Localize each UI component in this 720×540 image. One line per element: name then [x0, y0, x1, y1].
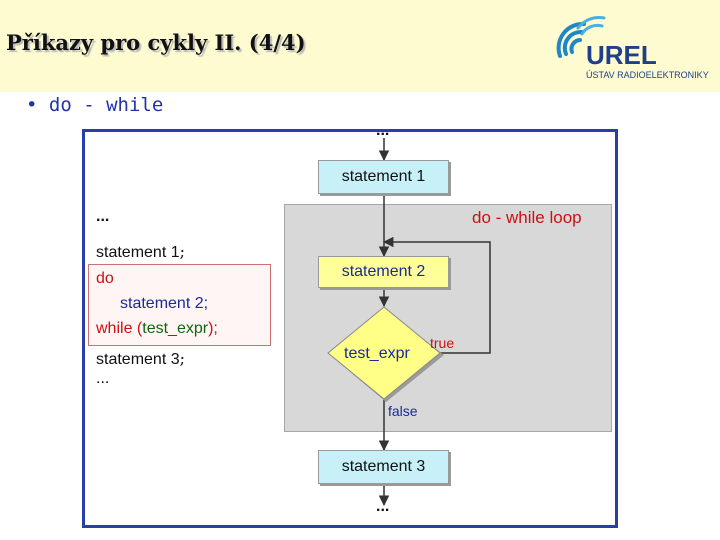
code-paren-close: ): [208, 320, 214, 337]
code-while-semicolon: ;: [213, 320, 218, 337]
code-statement-2: statement 2;: [120, 295, 209, 312]
decision-diamond: [327, 306, 441, 400]
code-stmt3-text: statement 3: [96, 351, 180, 368]
code-semi1: ;: [179, 242, 185, 261]
loop-label-loop: loop: [549, 208, 582, 227]
code-do-keyword: do: [96, 270, 114, 287]
code-while-keyword: while: [96, 320, 133, 337]
flow-box-statement-2: statement 2: [318, 256, 449, 288]
loop-label-do-while: do - while: [472, 208, 545, 227]
bullet-text: do - while: [48, 94, 164, 116]
urel-logo: UREL ÚSTAV RADIOELEKTRONIKY: [556, 16, 709, 80]
code-ellipsis-top: ...: [96, 208, 110, 225]
code-semi3: ;: [179, 349, 185, 368]
diagram-frame: [82, 129, 618, 528]
do-while-code-highlight: [88, 264, 271, 346]
flow-box-statement-1: statement 1: [318, 160, 449, 194]
code-statement-3: statement 3;: [96, 349, 185, 369]
loop-back-line: [382, 236, 491, 354]
code-ellipsis-bottom: ...: [96, 370, 110, 387]
flow-ellipsis-bottom: ...: [376, 498, 390, 515]
flow-ellipsis-top: ...: [376, 122, 390, 139]
flow-false-label: false: [388, 403, 418, 419]
flow-decision-text: test_expr: [344, 345, 410, 362]
flow-box-statement-3: statement 3: [318, 450, 449, 484]
slide-title: Příkazy pro cykly II. (4/4): [6, 30, 306, 55]
code-paren-open: (: [136, 320, 143, 337]
bullet-symbol: •: [26, 94, 38, 116]
code-statement-1: statement 1;: [96, 242, 185, 262]
code-while-line: while (test_expr);: [96, 320, 218, 338]
code-stmt1-text: statement 1: [96, 244, 180, 261]
loop-label: do - while loop: [472, 208, 582, 228]
logo-subtitle: ÚSTAV RADIOELEKTRONIKY: [586, 70, 709, 80]
slide-header: [0, 0, 720, 92]
flow-true-label: true: [430, 335, 455, 351]
code-test-expr: test_expr: [142, 320, 209, 337]
bullet-line: • do - while: [26, 94, 163, 116]
logo-name: UREL: [586, 40, 657, 70]
